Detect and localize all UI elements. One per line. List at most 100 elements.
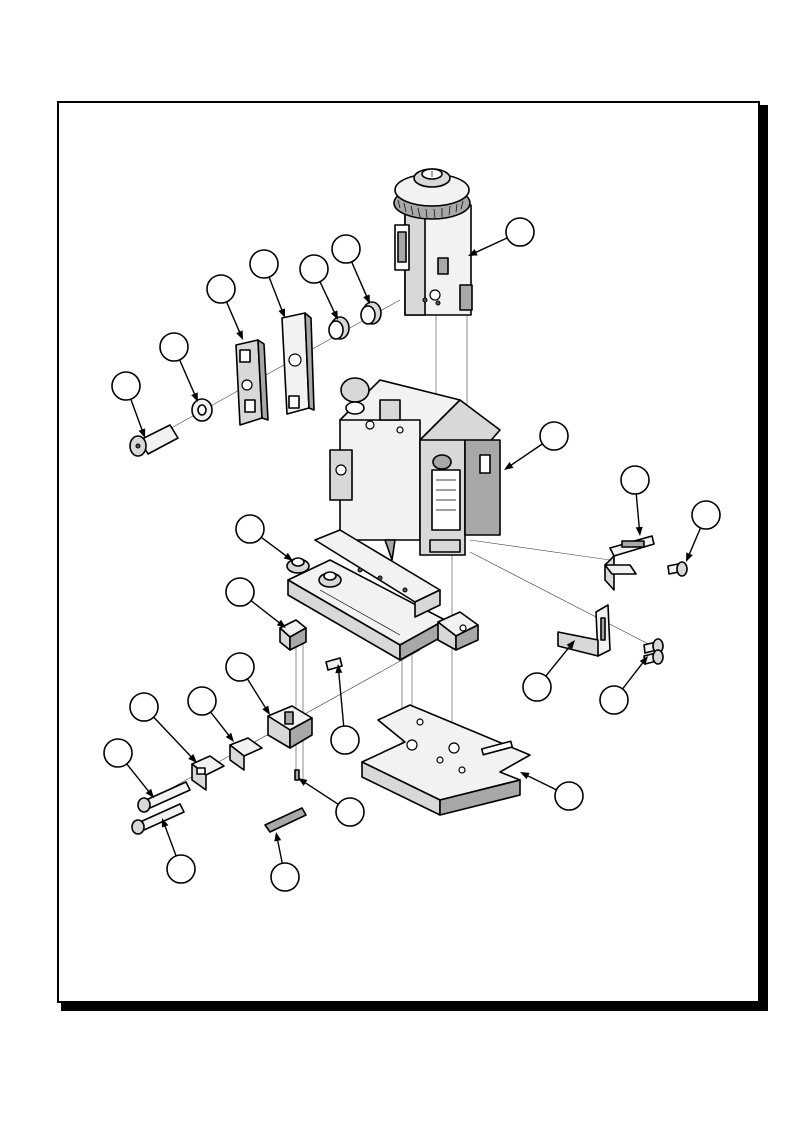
callout-arrowhead [225, 732, 234, 742]
callout-13 [225, 652, 270, 715]
callout-10 [686, 500, 721, 562]
callout-leader-line [225, 301, 241, 334]
callout-balloon [166, 854, 196, 884]
callout-arrowhead [363, 294, 370, 304]
callout-leader-line [163, 824, 177, 857]
callout-balloon [331, 234, 361, 264]
lower-left-parts [131, 619, 343, 835]
callout-leader-line [303, 781, 339, 805]
callout-2 [249, 249, 285, 318]
callout-balloon [554, 781, 584, 811]
callout-balloon [299, 254, 329, 284]
callout-leader-line [622, 661, 645, 690]
callout-arrowhead [298, 778, 308, 786]
callout-19 [599, 656, 648, 715]
callout-leader-line [178, 359, 196, 396]
callout-arrowhead [686, 552, 693, 562]
callout-balloons [103, 217, 721, 892]
callout-15 [129, 692, 197, 763]
callout-arrowhead [276, 619, 286, 628]
callout-leader-line [276, 838, 283, 864]
callout-5 [206, 274, 243, 340]
callout-leader-line [126, 763, 151, 793]
callout-balloon [249, 249, 279, 279]
callout-4 [331, 234, 370, 304]
base-plate [361, 704, 531, 816]
callout-16 [187, 686, 234, 742]
callout-balloon [270, 862, 300, 892]
callout-balloon [159, 332, 189, 362]
callout-leader-line [545, 645, 572, 677]
callout-leader-line [210, 711, 231, 737]
callout-balloon [522, 672, 552, 702]
callout-arrowhead [188, 754, 197, 763]
callout-balloon [620, 465, 650, 495]
callout-arrowhead [331, 310, 338, 320]
callout-18 [522, 640, 575, 702]
callout-arrowhead [566, 640, 575, 650]
callout-arrowhead [138, 428, 146, 438]
callout-leader-line [260, 536, 288, 558]
callout-leader-line [509, 443, 543, 467]
callout-balloon [129, 692, 159, 722]
callout-14 [330, 664, 360, 755]
callout-17 [103, 738, 154, 798]
callout-12 [225, 577, 286, 628]
callout-arrowhead [635, 526, 643, 536]
callout-arrowhead [236, 330, 243, 340]
callout-balloon [206, 274, 236, 304]
callout-arrowhead [639, 656, 648, 666]
callout-23 [270, 832, 300, 892]
main-housing [329, 377, 501, 561]
callout-leader-line [130, 398, 144, 432]
callout-arrowhead [161, 818, 169, 828]
callout-leader-line [319, 281, 336, 314]
callout-arrowhead [468, 249, 478, 256]
callout-9 [620, 465, 650, 536]
slide-rail-assembly [286, 529, 479, 661]
callout-leader-line [153, 716, 193, 759]
callout-balloon [225, 652, 255, 682]
callout-balloon [235, 514, 265, 544]
callout-leader-line [250, 600, 281, 625]
callout-balloon [505, 217, 535, 247]
callout-22 [161, 818, 196, 884]
callout-balloon [335, 797, 365, 827]
callout-balloon [187, 686, 217, 716]
callout-11 [235, 514, 293, 561]
callout-balloon [330, 725, 360, 755]
right-brackets [557, 535, 688, 665]
top-cartridge-assembly [393, 168, 473, 316]
callout-arrowhead [520, 772, 530, 780]
callout-1 [468, 217, 535, 256]
callout-6 [159, 332, 198, 402]
callout-balloon [539, 421, 569, 451]
callout-leader-line [635, 493, 641, 530]
callout-21 [298, 778, 365, 827]
callout-leader-line [525, 774, 557, 791]
callout-arrowhead [262, 705, 270, 715]
callout-balloon [111, 371, 141, 401]
callout-leader-line [246, 678, 267, 710]
callout-leader-line [337, 670, 345, 727]
callout-balloon [599, 685, 629, 715]
callout-20 [520, 772, 584, 811]
callout-8 [504, 421, 569, 470]
callout-arrowhead [504, 462, 514, 470]
callout-arrowhead [145, 788, 154, 798]
callout-leader-line [268, 276, 284, 312]
callout-balloon [103, 738, 133, 768]
left-exploded-parts [129, 301, 382, 457]
callout-arrowhead [335, 664, 343, 674]
callout-leader-line [474, 237, 508, 254]
callout-leader-line [350, 261, 368, 298]
callout-balloon [691, 500, 721, 530]
callout-arrowhead [274, 832, 282, 842]
callout-7 [111, 371, 146, 438]
callout-balloon [225, 577, 255, 607]
callout-arrowhead [278, 308, 285, 318]
callout-3 [299, 254, 338, 320]
callout-arrowhead [191, 392, 198, 402]
